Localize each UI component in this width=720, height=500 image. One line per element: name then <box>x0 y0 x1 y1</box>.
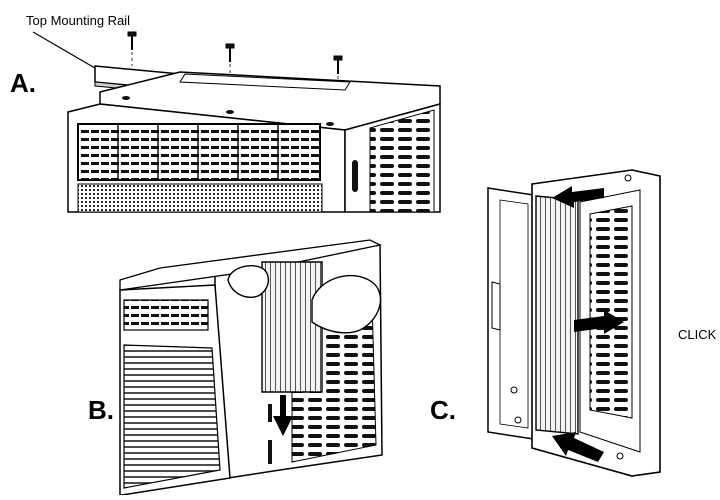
callout-leader <box>32 31 101 72</box>
panel-c <box>487 169 661 477</box>
click-label: CLICK <box>678 327 717 342</box>
step-a-label: A. <box>10 68 36 98</box>
arrow-icon <box>273 395 293 436</box>
hand-left <box>227 264 269 298</box>
screw-icon <box>127 31 343 74</box>
air-filter-c <box>535 195 579 435</box>
callout-top-rail-label: Top Mounting Rail <box>26 13 131 28</box>
hand-right <box>311 274 382 334</box>
step-c-label: C. <box>430 395 456 425</box>
panel-b <box>119 239 383 496</box>
arrow-icon <box>552 186 624 462</box>
step-b-label: B. <box>88 395 114 425</box>
panel-a <box>32 31 441 213</box>
air-filter <box>261 261 323 393</box>
